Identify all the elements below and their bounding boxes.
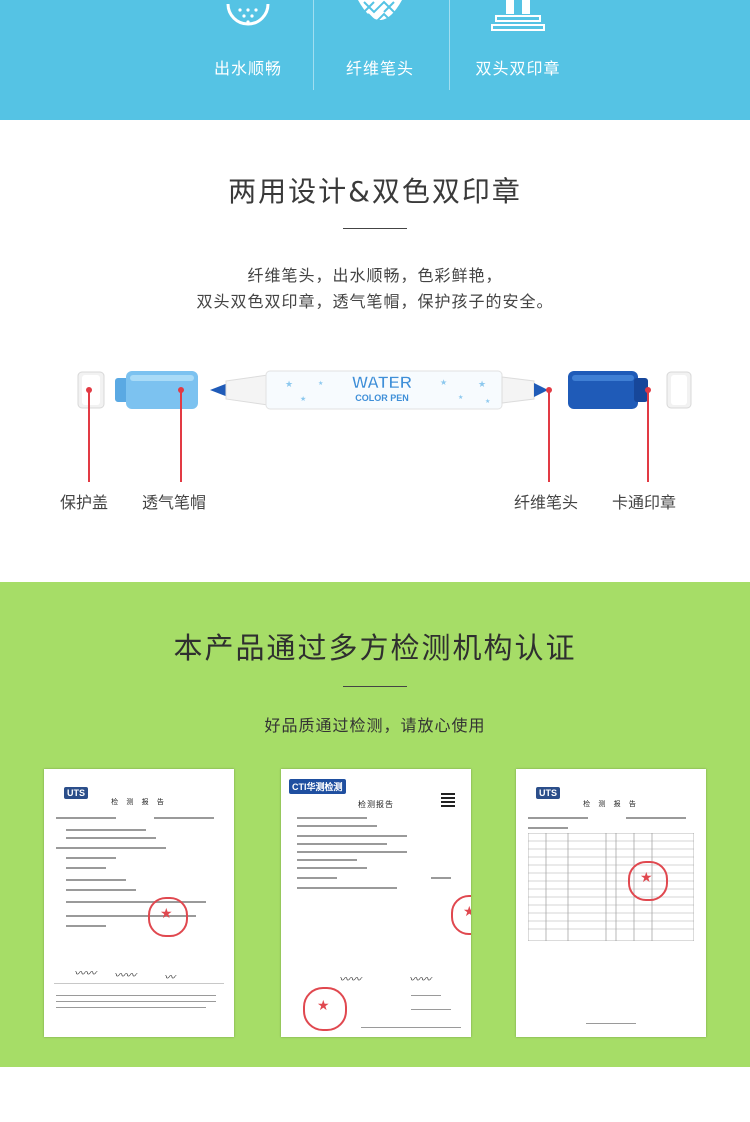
feature-divider xyxy=(449,0,450,90)
cert-text-line xyxy=(297,877,337,879)
cert-text-line xyxy=(66,867,106,869)
red-seal-stamp: ★ xyxy=(451,895,471,935)
label-protective-cover: 保护盖 xyxy=(60,493,109,512)
cert-text-line xyxy=(361,1027,461,1028)
cert-text-line xyxy=(431,877,451,879)
red-seal-stamp: ★ xyxy=(303,987,347,1031)
label-fiber-tip: 纤维笔头 xyxy=(514,493,579,512)
cert-text-line xyxy=(66,901,206,903)
svg-text:★: ★ xyxy=(458,394,463,401)
red-seal-stamp: ★ xyxy=(148,897,188,937)
title-divider xyxy=(343,228,407,229)
svg-text:★: ★ xyxy=(300,395,306,403)
label-cartoon-stamp: 卡通印章 xyxy=(612,493,677,512)
stamp-icon xyxy=(491,0,545,31)
cert-logo: CTI华测检测 xyxy=(289,779,346,794)
svg-text:★: ★ xyxy=(485,398,490,405)
feature-label: 出水顺畅 xyxy=(213,59,282,78)
signature: 〰 xyxy=(164,971,175,984)
feature-label: 纤维笔头 xyxy=(345,59,414,78)
cert-logo: UTS xyxy=(536,787,560,799)
certificate-2[interactable]: CTI华测检测 检测报告 ★ 〰〰 〰〰 ★ xyxy=(281,769,471,1037)
cert-text-line xyxy=(154,817,214,819)
svg-text:★: ★ xyxy=(285,380,293,390)
signature: 〰〰 xyxy=(74,967,96,980)
pen-illustration: ★ ★ ★ ★ ★ ★ ★ WATER COLOR PEN xyxy=(77,370,692,410)
cert-heading: 检 测 报 告 xyxy=(583,800,639,808)
design-section-title: 两用设计&双色双印章 xyxy=(228,175,522,208)
certification-subtitle: 好品质通过检测，请放心使用 xyxy=(264,716,486,735)
cert-text-line xyxy=(66,925,106,927)
protective-cover-right xyxy=(666,371,692,409)
cert-text-line xyxy=(528,827,568,829)
cert-text-line xyxy=(411,995,441,996)
cert-text-line xyxy=(56,817,116,819)
red-seal-stamp: ★ xyxy=(628,861,668,901)
svg-text:★: ★ xyxy=(478,380,486,390)
cartoon-stamp-cap xyxy=(568,371,648,409)
svg-text:★: ★ xyxy=(440,378,447,387)
cert-text-line xyxy=(56,1001,216,1002)
pen-body: ★ ★ ★ ★ ★ ★ ★ WATER COLOR PEN xyxy=(210,370,548,410)
title-divider xyxy=(343,686,407,687)
cert-text-line xyxy=(626,817,686,819)
pointer-line xyxy=(548,390,550,482)
cert-text-line xyxy=(297,867,367,869)
shower-icon xyxy=(226,3,270,26)
cert-rule xyxy=(54,983,224,984)
description-line-2: 双头双色双印章，透气笔帽，保护孩子的安全。 xyxy=(196,292,554,311)
cert-text-line xyxy=(66,837,156,839)
cert-heading: 检 测 报 告 xyxy=(111,798,167,806)
cert-text-line xyxy=(297,843,387,845)
cert-text-line xyxy=(56,1007,206,1008)
page-bottom-spacer xyxy=(0,1067,750,1122)
cert-text-line xyxy=(66,857,116,859)
signature: 〰〰 xyxy=(114,969,136,982)
breathable-cap xyxy=(115,371,198,409)
certificate-1[interactable]: UTS 检 测 报 告 ★ 〰〰 〰〰 〰 xyxy=(44,769,234,1037)
cert-text-line xyxy=(66,879,126,881)
svg-text:★: ★ xyxy=(318,380,323,387)
pointer-line xyxy=(647,390,649,482)
cert-text-line xyxy=(297,859,357,861)
cert-text-line xyxy=(586,1023,636,1024)
certificate-3[interactable]: UTS 检 测 报 告 ★ xyxy=(516,769,706,1037)
cert-text-line xyxy=(411,1009,451,1010)
cert-text-line xyxy=(297,825,377,827)
pen-brand-subtext: COLOR PEN xyxy=(355,393,409,403)
cert-text-line xyxy=(66,889,136,891)
certification-title: 本产品通过多方检测机构认证 xyxy=(173,631,577,665)
feature-dual-stamp: 双头双印章 xyxy=(450,0,586,120)
fiber-mesh-icon xyxy=(358,0,402,24)
cert-text-line xyxy=(297,817,367,819)
cert-text-line xyxy=(66,915,196,917)
feature-band: 出水顺畅 纤维笔头 双头双印章 xyxy=(0,0,750,120)
cert-text-line xyxy=(297,851,407,853)
description-line-1: 纤维笔头，出水顺畅，色彩鲜艳， xyxy=(247,266,503,285)
feature-divider xyxy=(313,0,314,90)
cert-heading: 检测报告 xyxy=(358,800,394,809)
cert-text-line xyxy=(297,835,407,837)
cert-logo: UTS xyxy=(64,787,88,799)
feature-fiber-tip: 纤维笔头 xyxy=(312,0,448,120)
pen-brand-text: WATER xyxy=(352,373,412,392)
cert-text-line xyxy=(56,847,166,849)
cert-text-line xyxy=(66,829,146,831)
signature: 〰〰 xyxy=(339,973,361,986)
cert-results-table xyxy=(528,833,694,941)
pointer-line xyxy=(180,390,182,482)
feature-label: 双头双印章 xyxy=(475,59,561,78)
signature: 〰〰 xyxy=(409,973,431,986)
feature-smooth-ink: 出水顺畅 xyxy=(180,0,316,120)
cert-text-line xyxy=(297,887,397,889)
pointer-line xyxy=(88,390,90,482)
cert-text-line xyxy=(56,995,216,996)
qr-code xyxy=(441,793,455,807)
cert-text-line xyxy=(528,817,588,819)
label-breathable-cap: 透气笔帽 xyxy=(142,493,207,512)
